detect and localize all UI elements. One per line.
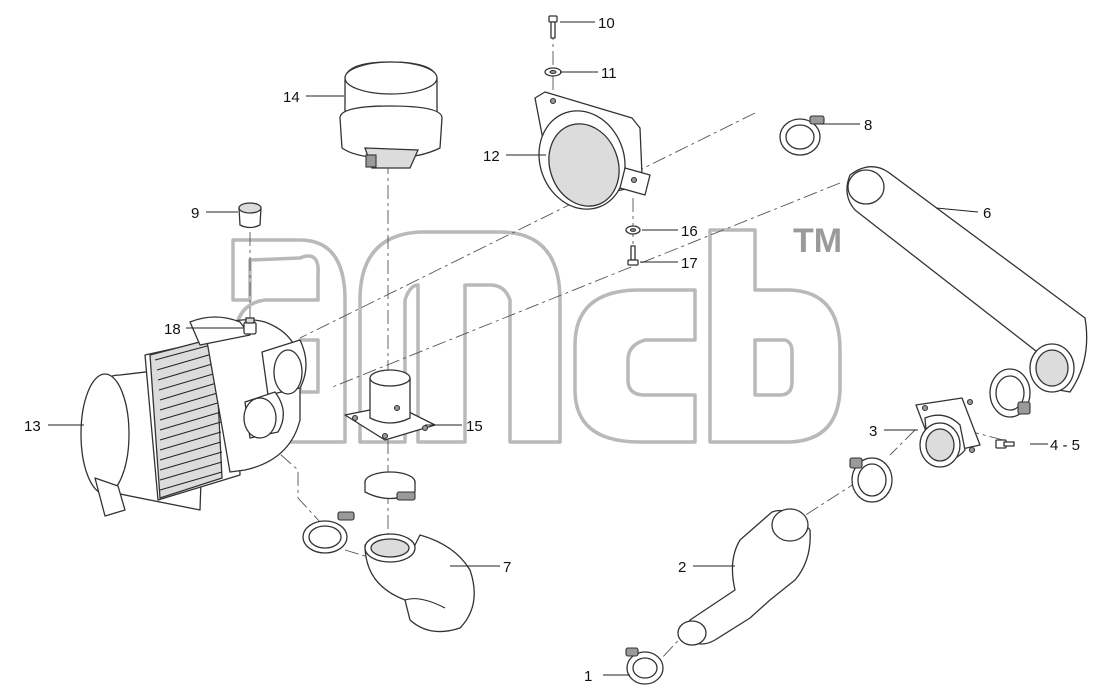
callout-1: 1 <box>584 668 592 685</box>
air-cleaner-housing <box>80 316 307 517</box>
dust-cap-9 <box>238 202 262 229</box>
callout-7: 7 <box>503 559 511 576</box>
callout-18: 18 <box>164 321 181 338</box>
callout-3: 3 <box>869 423 877 440</box>
bolt-washer-4-5 <box>995 439 1015 449</box>
pleated-filter-band <box>149 337 223 499</box>
elbow-hose-7 <box>364 533 475 633</box>
watermark-logo: TM <box>231 222 842 444</box>
callout-11: 11 <box>601 65 617 82</box>
trademark-mark: TM <box>793 222 842 260</box>
flange-adapter-3 <box>915 397 981 468</box>
bolt-17 <box>627 245 639 266</box>
leader-lines <box>48 21 1048 676</box>
washer-11 <box>544 67 562 77</box>
hose-clamp-1 <box>625 647 664 685</box>
callout-4-5: 4 - 5 <box>1050 437 1080 454</box>
plug-18 <box>243 317 257 335</box>
callout-9: 9 <box>191 205 199 222</box>
callout-13: 13 <box>24 418 41 435</box>
bolt-10 <box>548 15 558 39</box>
washer-16 <box>625 225 641 235</box>
hose-clamp-left <box>302 511 355 554</box>
callout-2: 2 <box>678 559 686 576</box>
callout-16: 16 <box>681 223 698 240</box>
callout-labels: 1 2 3 4 - 5 6 7 8 9 10 11 12 13 14 15 16… <box>24 15 1080 685</box>
mounting-bracket-12 <box>534 91 651 210</box>
callout-17: 17 <box>681 255 698 272</box>
inlet-pipe-15 <box>344 369 436 441</box>
offset-hose-2 <box>677 508 811 646</box>
callout-15: 15 <box>466 418 483 435</box>
hose-clamp-center <box>364 471 416 501</box>
bent-hose-6 <box>846 166 1088 393</box>
callout-12: 12 <box>483 148 500 165</box>
pre-cleaner-14 <box>339 61 443 169</box>
callout-14: 14 <box>283 89 300 106</box>
hose-clamp-8 <box>779 115 825 156</box>
callout-8: 8 <box>864 117 872 134</box>
callout-10: 10 <box>598 15 615 32</box>
hose-clamp-right <box>989 368 1031 418</box>
hose-clamp-middle <box>849 457 893 503</box>
callout-6: 6 <box>983 205 991 222</box>
